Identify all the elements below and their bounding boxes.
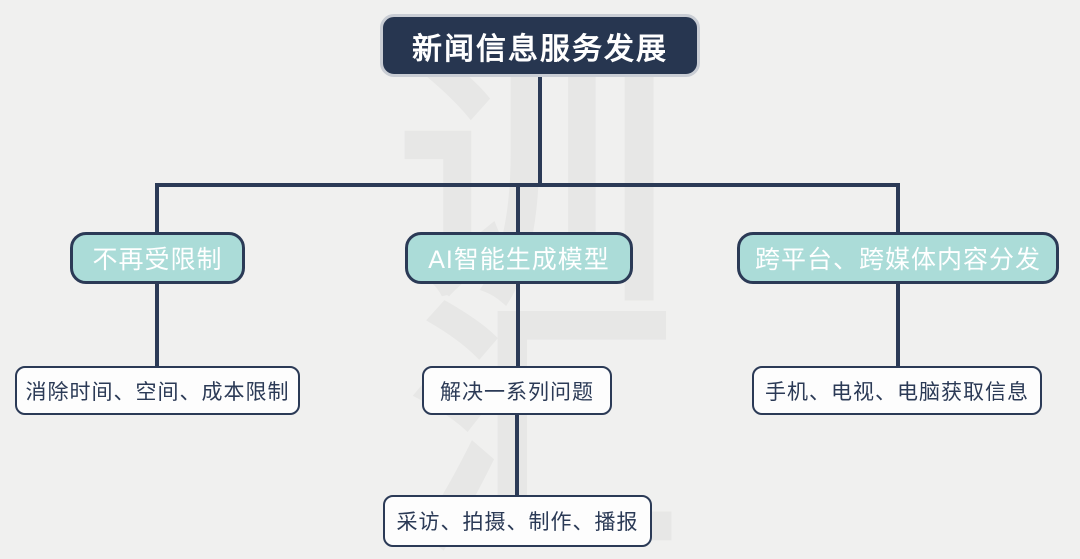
connector-drop-center-branch bbox=[516, 183, 520, 234]
connector-drop-left-branch bbox=[155, 183, 159, 234]
connector-horizontal-main bbox=[155, 183, 900, 187]
branch-node-left: 不再受限制 bbox=[70, 232, 245, 284]
branch-node-center: AI智能生成模型 bbox=[405, 232, 633, 284]
branch-node-right: 跨平台、跨媒体内容分发 bbox=[737, 232, 1059, 284]
connector-left-branch-to-leaf bbox=[155, 283, 159, 368]
connector-right-branch-to-leaf bbox=[896, 283, 900, 368]
connector-center-branch-to-leaf bbox=[516, 283, 520, 368]
leaf-node-center: 解决一系列问题 bbox=[422, 366, 612, 415]
root-node: 新闻信息服务发展 bbox=[380, 14, 700, 77]
connector-root-vertical bbox=[538, 75, 542, 187]
leaf-node-right: 手机、电视、电脑获取信息 bbox=[752, 366, 1042, 415]
leaf-node-left: 消除时间、空间、成本限制 bbox=[15, 366, 300, 415]
connector-center-leaf-to-bottom bbox=[515, 414, 519, 497]
leaf-node-center-bottom: 采访、拍摄、制作、播报 bbox=[383, 495, 652, 547]
connector-drop-right-branch bbox=[896, 183, 900, 234]
